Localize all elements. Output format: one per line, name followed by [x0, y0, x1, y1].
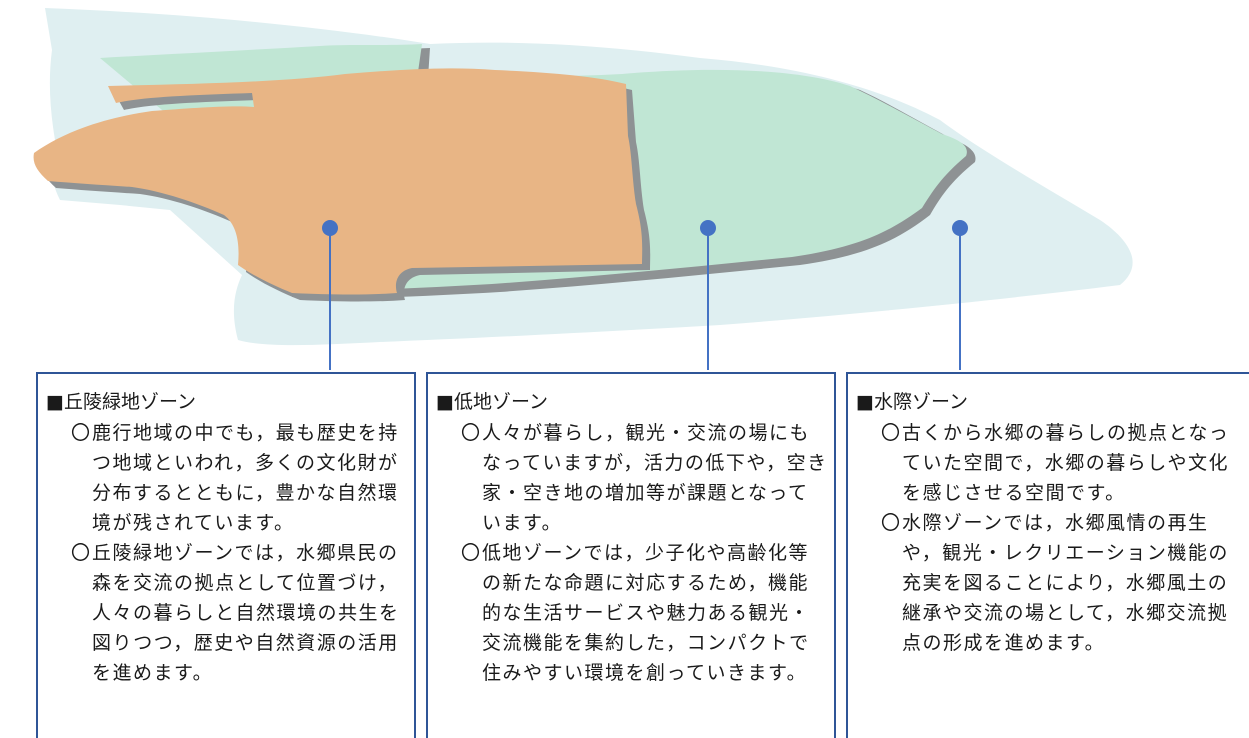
waterfront-zone-box: ■水際ゾーン 古くから水郷の暮らしの拠点となっていた空間で，水郷の暮らしや文化を…: [846, 372, 1249, 738]
zone-title: ■丘陵緑地ゾーン: [46, 391, 197, 413]
lowland-zone-marker: [700, 220, 716, 236]
zone-title: ■低地ゾーン: [436, 391, 549, 413]
zone-map: [33, 8, 1133, 370]
waterfront-zone-marker: [952, 220, 968, 236]
hill-zone: [33, 68, 643, 295]
hill-zone-marker: [322, 220, 338, 236]
zone-item: 古くから水郷の暮らしの拠点となっていた空間で，水郷の暮らしや文化を感じさせる空間…: [856, 418, 1243, 508]
zone-item: 鹿行地域の中でも，最も歴史を持つ地域といわれ，多くの文化財が分布するとともに，豊…: [46, 418, 408, 538]
zone-item: 丘陵緑地ゾーンでは，水郷県民の森を交流の拠点として位置づけ，人々の暮らしと自然環…: [46, 538, 408, 688]
hill-zone-box: ■丘陵緑地ゾーン 鹿行地域の中でも，最も歴史を持つ地域といわれ，多くの文化財が分…: [36, 372, 416, 738]
lowland-zone-box: ■低地ゾーン 人々が暮らし，観光・交流の場にもなっていますが，活力の低下や，空き…: [426, 372, 836, 738]
zone-title: ■水際ゾーン: [856, 391, 969, 413]
zone-item: 水際ゾーンでは，水郷風情の再生や，観光・レクリエーション機能の充実を図ることによ…: [856, 508, 1243, 658]
zone-item: 人々が暮らし，観光・交流の場にもなっていますが，活力の低下や，空き家・空き地の増…: [436, 418, 828, 538]
zone-item: 低地ゾーンでは，少子化や高齢化等の新たな命題に対応するため，機能的な生活サービス…: [436, 538, 828, 688]
